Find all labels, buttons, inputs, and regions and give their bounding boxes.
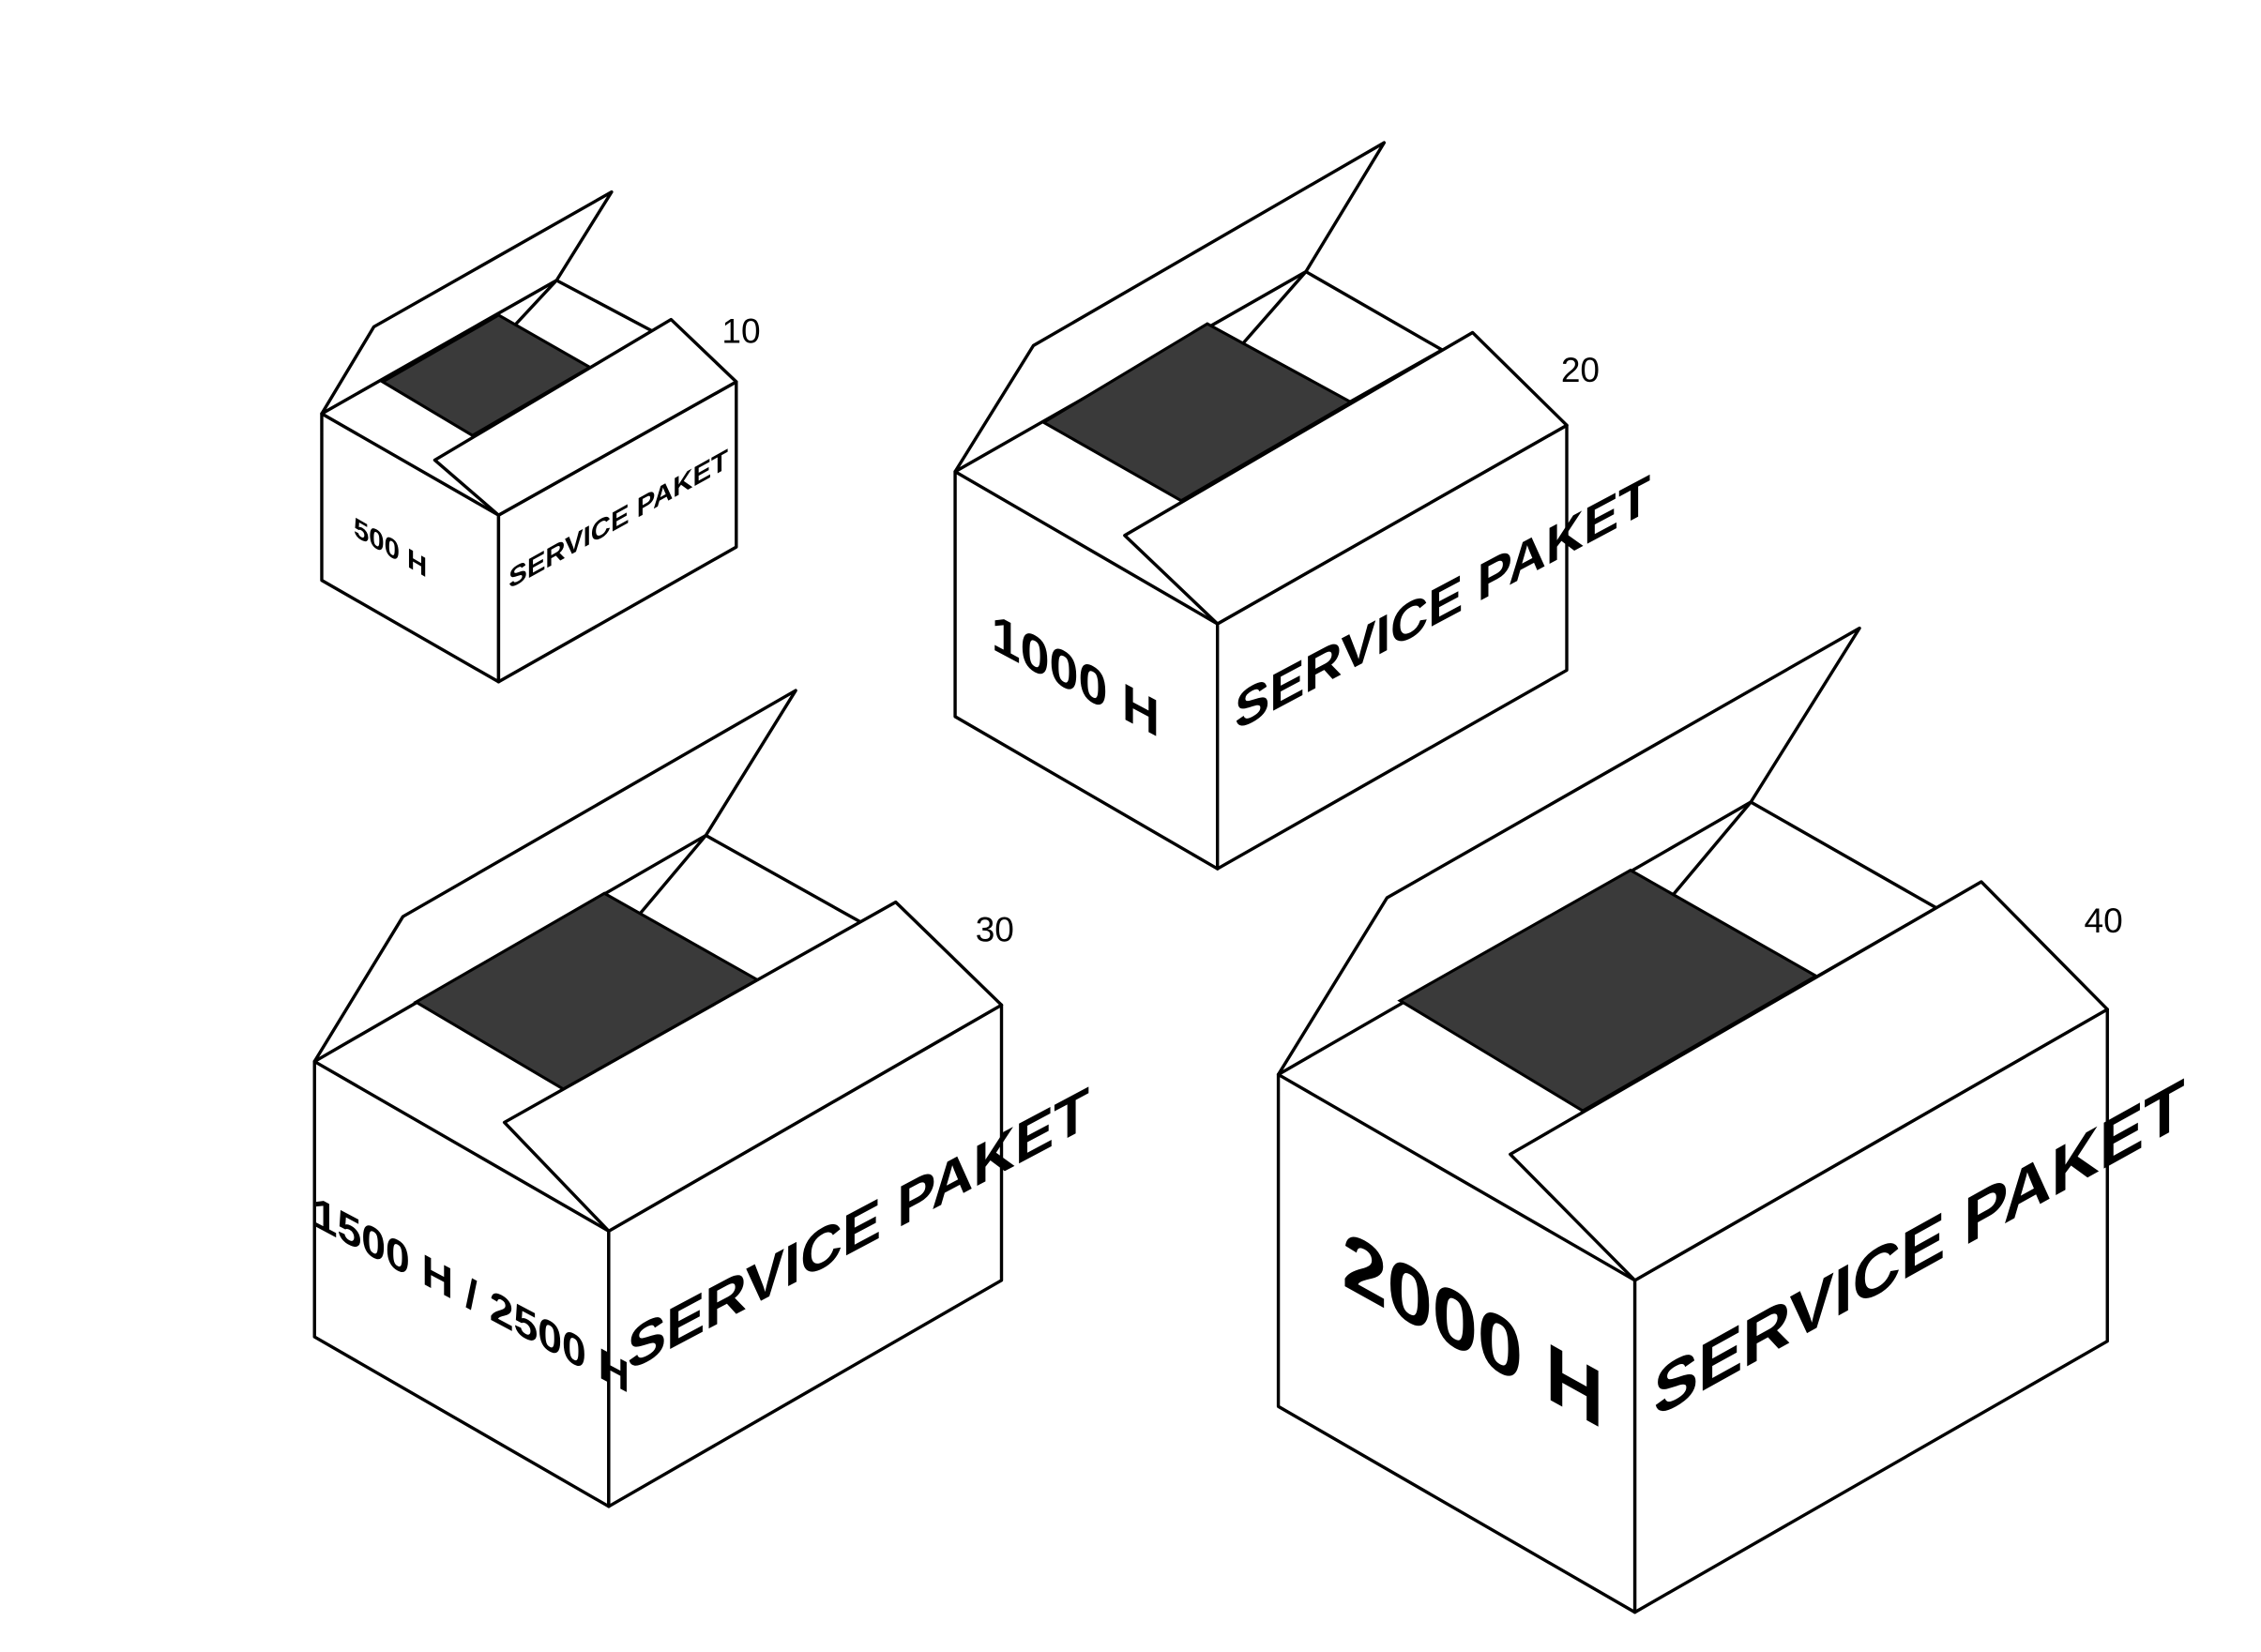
box-10: 500 H SERVICE PAKET 10 bbox=[320, 189, 761, 684]
box-10-back-flap bbox=[320, 189, 614, 416]
box-20-reference: 20 bbox=[1561, 350, 1600, 389]
box-30-reference: 30 bbox=[976, 909, 1014, 948]
box-40-front-flap bbox=[1509, 880, 2109, 1282]
box-30-front-flap bbox=[502, 900, 1004, 1233]
box-40: 2000 H SERVICE PAKET 40 bbox=[1276, 626, 2185, 1614]
box-30: 1500 H / 2500 H SERVICE PAKET 30 bbox=[312, 689, 1089, 1508]
box-20: 1000 H SERVICE PAKET 20 bbox=[953, 141, 1650, 871]
box-40-reference: 40 bbox=[2085, 901, 2123, 940]
box-20-front-flap bbox=[1123, 330, 1569, 626]
box-10-front-flap bbox=[432, 317, 738, 517]
box-10-reference: 10 bbox=[721, 311, 760, 350]
